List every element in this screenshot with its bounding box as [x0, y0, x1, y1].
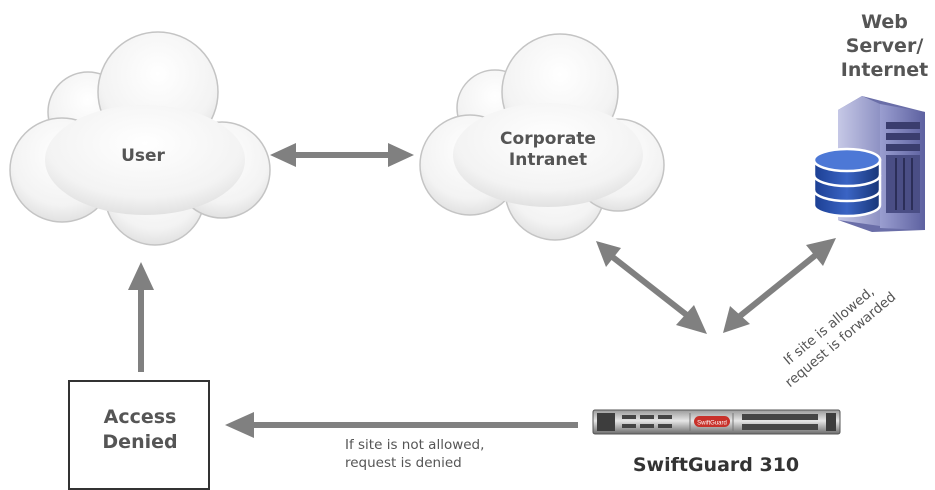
access-denied-label-line1: Access	[103, 406, 177, 428]
access-denied-label-line2: Denied	[102, 430, 178, 453]
web-server-label-line3: Internet	[840, 59, 929, 82]
intranet-label-line2: Intranet	[508, 150, 588, 171]
denied-note-line2: request is denied	[345, 455, 462, 472]
arrow-denied-user	[128, 262, 154, 372]
access-denied-box	[68, 380, 210, 490]
device-logo-text: SwiftGuard	[697, 421, 727, 427]
swiftguard-device: SwiftGuard	[592, 409, 841, 435]
denied-note-line1: If site is not allowed,	[345, 437, 485, 453]
arrow-user-intranet	[270, 143, 414, 167]
web-server-label-line1: Web	[861, 11, 908, 33]
access-denied-label: Access Denied	[70, 405, 210, 454]
denied-note: If site is not allowed, request is denie…	[345, 436, 484, 472]
user-cloud	[9, 31, 271, 246]
intranet-cloud	[419, 33, 665, 241]
intranet-label: Corporate Intranet	[478, 129, 618, 172]
device-label: SwiftGuard 310	[632, 454, 800, 476]
web-server-label-line2: Server/	[845, 35, 924, 58]
arrow-device-webserver	[723, 238, 836, 333]
arrow-device-denied	[225, 412, 578, 438]
device-logo-badge	[694, 416, 730, 427]
user-label: User	[121, 146, 165, 166]
web-server-label: Web Server/ Internet	[832, 10, 935, 82]
network-diagram: SwiftGuard	[9, 31, 925, 438]
intranet-label-line1: Corporate	[500, 129, 596, 149]
database-icon	[812, 147, 882, 218]
arrow-intranet-device	[596, 241, 707, 334]
